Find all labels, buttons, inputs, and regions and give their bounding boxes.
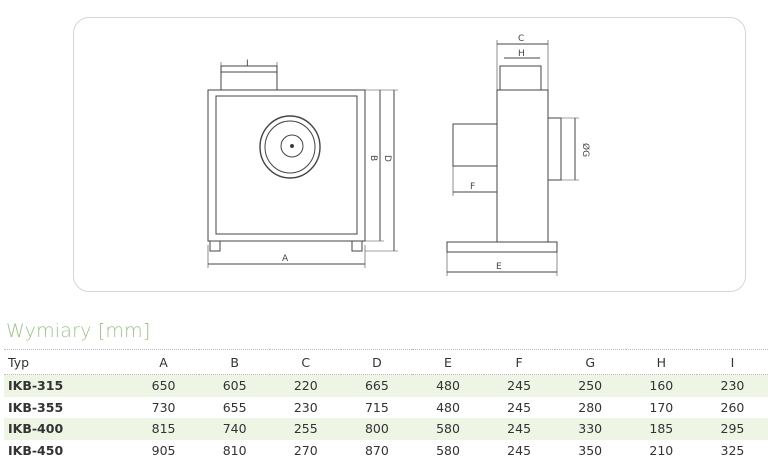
cell: 905 xyxy=(151,442,176,458)
section-title: Wymiary [mm] xyxy=(6,320,151,342)
cell: 730 xyxy=(151,399,176,415)
col-header: B xyxy=(199,349,271,375)
cell: 480 xyxy=(436,399,460,415)
cell: 665 xyxy=(341,374,413,397)
cell: 650 xyxy=(128,374,200,397)
table-row: IKB-355 730 655 230 715 480 245 280 170 260 xyxy=(4,397,768,419)
cell: 870 xyxy=(364,442,389,458)
cell: 330 xyxy=(554,418,626,440)
cell: IKB-450 xyxy=(8,442,64,458)
col-header: G xyxy=(554,349,626,375)
front-view xyxy=(207,62,398,268)
cell: 325 xyxy=(720,442,745,458)
cell: 160 xyxy=(625,374,697,397)
dim-label-b: B xyxy=(368,155,378,161)
cell: 800 xyxy=(341,418,413,440)
col-header: F xyxy=(483,349,555,375)
cell: IKB-355 xyxy=(8,399,64,415)
cell: 250 xyxy=(554,374,626,397)
col-header: D xyxy=(341,349,413,375)
cell: 580 xyxy=(412,418,484,440)
cell: 270 xyxy=(293,442,318,458)
cell: 815 xyxy=(128,418,200,440)
cell: 245 xyxy=(507,442,532,458)
cell: 230 xyxy=(696,374,768,397)
dim-label-h: H xyxy=(518,49,525,59)
cell: 580 xyxy=(436,442,460,458)
dim-label-a: A xyxy=(282,254,289,264)
cell: 185 xyxy=(625,418,697,440)
col-header: E xyxy=(412,349,484,375)
cell: 220 xyxy=(270,374,342,397)
cell: IKB-315 xyxy=(4,374,128,397)
col-header: Typ xyxy=(4,349,128,375)
cell: IKB-400 xyxy=(4,418,128,440)
fan-technical-drawing: I A B D C H E F ØG xyxy=(207,34,591,276)
drawing-panel xyxy=(73,17,746,292)
cell: 260 xyxy=(720,399,745,415)
dim-label-g: ØG xyxy=(580,143,591,157)
cell: 655 xyxy=(222,399,247,415)
cell: 245 xyxy=(483,418,555,440)
cell: 740 xyxy=(199,418,271,440)
cell: 170 xyxy=(649,399,674,415)
table-row: IKB-450 905 810 270 870 580 245 350 210 325 xyxy=(4,440,768,462)
dim-label-f: F xyxy=(470,182,475,192)
cell: 480 xyxy=(412,374,484,397)
dim-label-d: D xyxy=(382,155,392,162)
col-header: I xyxy=(696,349,768,375)
cell: 210 xyxy=(649,442,674,458)
dim-label-i: I xyxy=(246,59,249,69)
cell: 280 xyxy=(578,399,603,415)
cell: 245 xyxy=(483,374,555,397)
col-header: A xyxy=(128,349,200,375)
cell: 350 xyxy=(578,442,603,458)
dim-label-c: C xyxy=(518,34,524,44)
cell: 295 xyxy=(696,418,768,440)
cell: 245 xyxy=(507,399,532,415)
cell: 810 xyxy=(222,442,247,458)
cell: 230 xyxy=(293,399,318,415)
cell: 605 xyxy=(199,374,271,397)
cell: 715 xyxy=(364,399,389,415)
table-header-row: Typ A B C D E F G H I xyxy=(4,349,768,375)
col-header: H xyxy=(625,349,697,375)
cell: 255 xyxy=(270,418,342,440)
col-header: C xyxy=(270,349,342,375)
side-view xyxy=(446,40,579,276)
dim-label-e: E xyxy=(496,262,502,272)
